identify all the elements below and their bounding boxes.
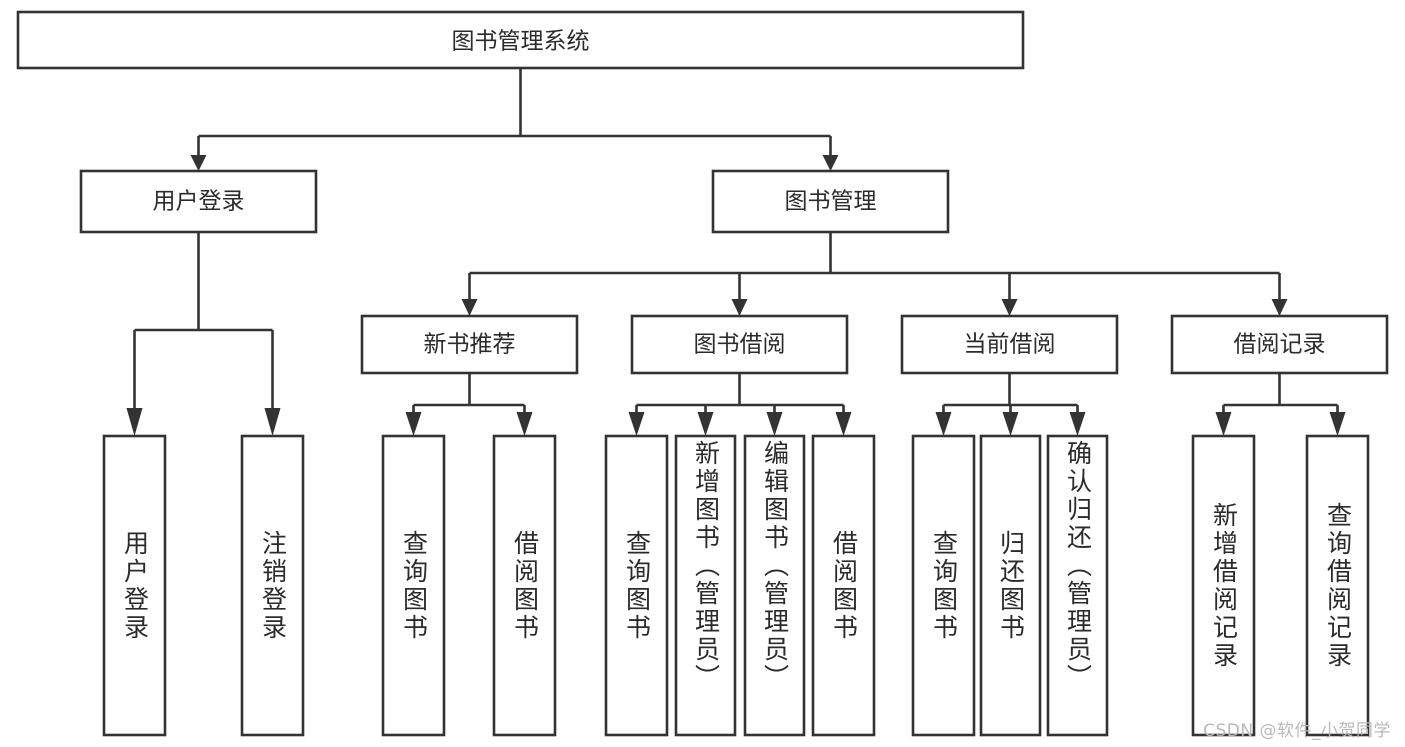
arrow-head-br-leaf2 xyxy=(1329,412,1346,436)
leaf-box-cb-query-book[interactable] xyxy=(911,434,976,737)
leaf-box-bb-borrow-book[interactable] xyxy=(811,434,876,737)
node-current-borrow-label: 当前借阅 xyxy=(964,332,1056,358)
leaf-box-bb-edit-book[interactable] xyxy=(743,434,806,737)
csdn-watermark: CSDN @软件_小贺同学 xyxy=(1203,721,1391,741)
node-layer: 图书管理系统 用户登录 图书管理 新书推荐 图书借阅 当前借阅 借阅记录 xyxy=(16,10,1389,737)
arrow-head-bb-leaf2 xyxy=(697,412,714,436)
arrow-head-cb-leaf2 xyxy=(1002,412,1019,436)
leaf-box-nb-borrow-book[interactable] xyxy=(492,434,557,737)
arrow-head-bb-leaf1 xyxy=(628,412,645,436)
arrow-head-user-login xyxy=(190,155,207,171)
leaf-box-nb-query-book[interactable] xyxy=(381,434,446,737)
arrow-head-leaf-logout xyxy=(264,408,281,436)
leaf-box-bb-add-book[interactable] xyxy=(674,434,737,737)
arrow-head-bb-leaf3 xyxy=(766,412,783,436)
leaf-box-cb-return-book[interactable] xyxy=(979,434,1042,737)
node-borrow-record-box[interactable] xyxy=(1170,314,1389,375)
node-root-box[interactable] xyxy=(16,10,1025,70)
arrow-head-book-manage xyxy=(822,155,839,171)
connector-layer xyxy=(126,68,1346,436)
leaf-box-logout[interactable] xyxy=(240,434,305,737)
leaf-box-user-login[interactable] xyxy=(102,434,167,737)
arrow-head-book-borrow xyxy=(731,299,748,316)
arrow-head-br-leaf1 xyxy=(1215,412,1232,436)
arrow-head-nb-leaf1 xyxy=(405,412,422,436)
arrow-head-new-book xyxy=(461,299,478,316)
node-borrow-record-label: 借阅记录 xyxy=(1234,332,1326,358)
node-user-login-label: 用户登录 xyxy=(153,189,245,215)
leaf-box-cb-confirm-return[interactable] xyxy=(1046,434,1109,737)
arrow-head-bb-leaf4 xyxy=(835,412,852,436)
leaf-box-br-add-record[interactable] xyxy=(1191,434,1256,737)
arrow-head-cb-leaf3 xyxy=(1069,412,1086,436)
node-user-login-box[interactable] xyxy=(79,169,318,234)
leaf-box-br-query-record[interactable] xyxy=(1305,434,1370,737)
node-root-label: 图书管理系统 xyxy=(452,29,590,55)
arrow-head-nb-leaf2 xyxy=(516,412,533,436)
leaf-box-bb-query-book[interactable] xyxy=(604,434,669,737)
node-book-manage-label: 图书管理 xyxy=(785,189,877,215)
node-book-borrow-label: 图书借阅 xyxy=(694,332,786,358)
node-current-borrow-box[interactable] xyxy=(900,314,1119,375)
node-new-book-label: 新书推荐 xyxy=(424,332,516,358)
arrow-head-leaf-user-login xyxy=(126,408,143,436)
arrow-head-cb-leaf1 xyxy=(935,412,952,436)
node-book-borrow-box[interactable] xyxy=(630,314,849,375)
arrow-head-current-borrow xyxy=(1001,299,1018,316)
node-book-manage-box[interactable] xyxy=(711,169,950,234)
arrow-head-borrow-record xyxy=(1271,299,1288,316)
node-new-book-box[interactable] xyxy=(360,314,579,375)
